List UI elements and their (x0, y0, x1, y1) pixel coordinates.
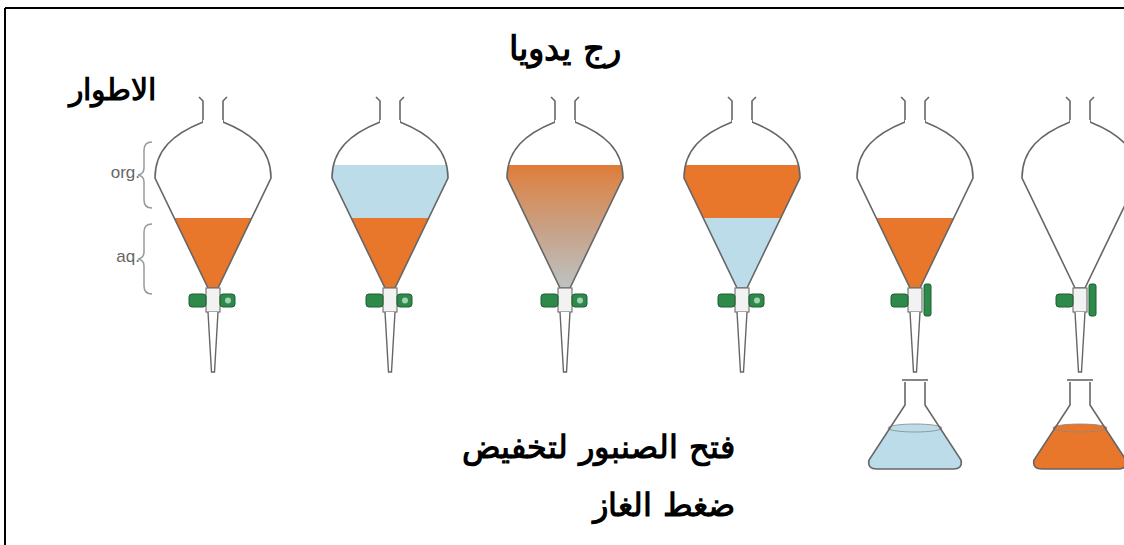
stopcock-barrel (383, 288, 397, 312)
stopcock-handle (572, 294, 587, 307)
stopcock-barrel (735, 288, 749, 312)
separatory-funnel (153, 97, 273, 372)
funnel-outline (857, 122, 973, 288)
erlenmeyer-flask (1030, 380, 1124, 473)
funnel-stem (737, 312, 747, 372)
stopcock-nut (718, 294, 735, 307)
stopcock-nut (366, 294, 383, 307)
neck-joint (1070, 120, 1090, 124)
flask-liquid (1053, 424, 1107, 432)
separatory-funnel (505, 97, 625, 372)
phase-bracket (138, 142, 152, 208)
funnel-stem (560, 312, 570, 372)
funnel-outline (507, 122, 623, 288)
erlenmeyer-flask (865, 380, 965, 473)
phase-bracket (138, 224, 152, 294)
neck-joint (380, 120, 400, 124)
stopcock-handle (402, 298, 408, 304)
flask-lip (1067, 379, 1093, 381)
flask-liquid (865, 428, 965, 473)
stopcock-handle (577, 298, 583, 304)
stopcock-handle (225, 298, 231, 304)
stopcock-handle (749, 294, 764, 307)
separatory-funnel (855, 97, 975, 372)
phases-label: الاطوار (30, 72, 195, 107)
stopcock-nut (541, 294, 558, 307)
neck-joint (555, 120, 575, 124)
separatory-funnel (1022, 97, 1124, 372)
funnel-outline (684, 122, 800, 288)
neck-joint (732, 120, 752, 124)
stopcock-handle (924, 284, 931, 316)
stopcock-handle (1089, 284, 1096, 316)
phase-label: org. (96, 163, 140, 183)
stopcock-barrel (206, 288, 220, 312)
flask-liquid (888, 424, 942, 432)
frame-line (5, 7, 1124, 9)
separatory-funnel (330, 97, 450, 372)
stopcock-barrel (908, 288, 922, 312)
neck-joint (905, 120, 925, 124)
flask-outline (1034, 382, 1124, 469)
stopcock-barrel (558, 288, 572, 312)
separatory-funnel (682, 97, 802, 372)
stopcock-nut (891, 294, 908, 307)
flask-outline (869, 382, 962, 469)
phase-label: aq. (96, 247, 140, 267)
funnel-stem (910, 312, 920, 372)
stopcock-barrel (1073, 288, 1087, 312)
neck-joint (203, 120, 223, 124)
funnel-neck (728, 97, 756, 122)
title-note: رج يدويا (470, 28, 660, 68)
funnel-stem (1075, 312, 1085, 372)
frame-line (4, 8, 6, 545)
stopcock-handle (754, 298, 760, 304)
funnel-neck (376, 97, 404, 122)
flask-lip (902, 379, 928, 381)
funnel-neck (551, 97, 579, 122)
stopcock-note: فتح الصنبور لتخفيض ضغط الغاز (385, 418, 735, 534)
funnel-neck (199, 97, 227, 122)
stopcock-handle (220, 294, 235, 307)
funnel-stem (385, 312, 395, 372)
funnel-neck (901, 97, 929, 122)
liquid-layer (505, 165, 625, 300)
stopcock-nut (1056, 294, 1073, 307)
funnel-outline (1022, 122, 1124, 288)
stopcock-handle (397, 294, 412, 307)
funnel-stem (208, 312, 218, 372)
funnel-neck (1066, 97, 1094, 122)
stopcock-nut (189, 294, 206, 307)
funnel-outline (332, 122, 448, 288)
funnel-outline (155, 122, 271, 288)
